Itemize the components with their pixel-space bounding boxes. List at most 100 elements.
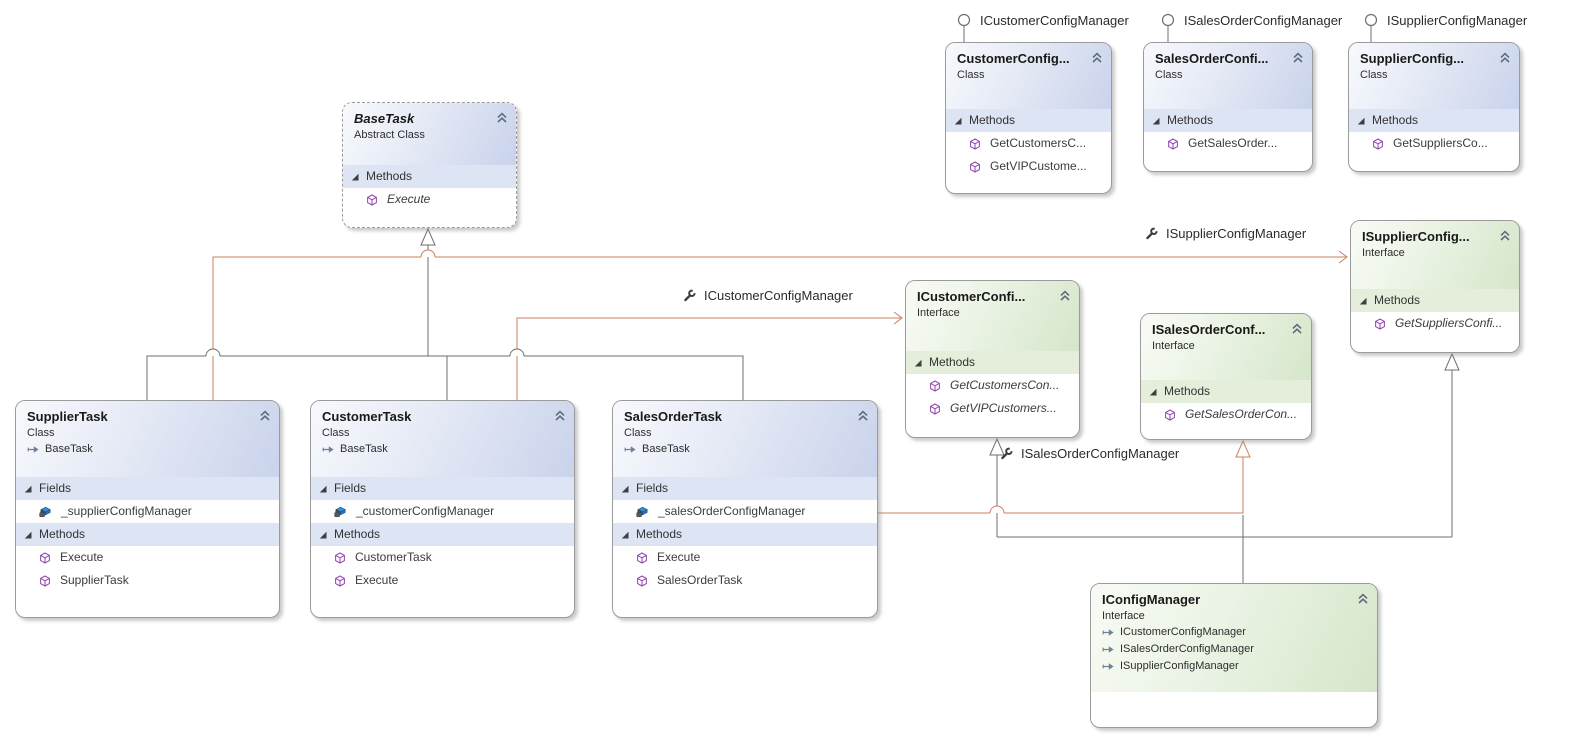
association-salesordertask-isalesorderconfigmanager[interactable] <box>878 439 1251 514</box>
collapse-chevron-icon[interactable] <box>554 410 566 421</box>
interface-node-icustomerconfigmanager[interactable]: ICustomerConfi... Interface Methods GetC… <box>905 280 1080 438</box>
node-title: BaseTask <box>354 111 415 126</box>
node-title: CustomerConfig... <box>957 51 1070 66</box>
collapse-chevron-icon[interactable] <box>1357 593 1369 604</box>
collapse-chevron-icon[interactable] <box>496 112 508 123</box>
collapse-chevron-icon[interactable] <box>857 410 869 421</box>
method-row[interactable]: GetSuppliersConfi... <box>1351 312 1519 335</box>
wrench-icon <box>1145 226 1160 240</box>
interface-node-isalesorderconfigmanager[interactable]: ISalesOrderConf... Interface Methods Get… <box>1140 313 1312 440</box>
inheritance-tree-basetask[interactable] <box>146 227 744 400</box>
method-row[interactable]: GetVIPCustome... <box>946 155 1111 178</box>
method-row[interactable]: Execute <box>613 546 877 569</box>
method-icon <box>1372 138 1384 150</box>
collapse-chevron-icon[interactable] <box>1499 52 1511 63</box>
association-label-isalesorderconfigmanager[interactable]: ISalesOrderConfigManager <box>1000 446 1179 461</box>
lollipop-isalesorderconfigmanager[interactable] <box>1161 13 1175 43</box>
method-icon <box>636 575 648 587</box>
interface-node-isupplierconfigmanager[interactable]: ISupplierConfig... Interface Methods Get… <box>1350 220 1520 353</box>
collapse-chevron-icon[interactable] <box>1499 230 1511 241</box>
method-icon <box>929 380 941 392</box>
collapse-chevron-icon[interactable] <box>1292 52 1304 63</box>
inheritance-triangle-basetask <box>420 227 436 246</box>
method-row[interactable]: Execute <box>16 546 279 569</box>
method-row[interactable]: Execute <box>343 188 516 211</box>
node-stereotype: Class <box>624 427 652 439</box>
fields-section-header[interactable]: Fields <box>311 477 574 500</box>
interface-node-iconfigmanager[interactable]: IConfigManager Interface ICustomerConfig… <box>1090 583 1378 728</box>
method-row[interactable]: GetCustomersCon... <box>906 374 1079 397</box>
lollipop-circle <box>1364 13 1378 27</box>
class-node-customerconfigmanager[interactable]: CustomerConfig... Class Methods GetCusto… <box>945 42 1112 194</box>
expander-icon <box>914 359 922 367</box>
class-node-salesorderconfigmanager[interactable]: SalesOrderConfi... Class Methods GetSale… <box>1143 42 1313 172</box>
method-row[interactable]: Execute <box>311 569 574 592</box>
methods-section-header[interactable]: Methods <box>1351 289 1519 312</box>
inherits-arrow-icon <box>27 445 40 454</box>
class-node-customertask[interactable]: CustomerTask Class BaseTask Fields _cust… <box>310 400 575 618</box>
methods-section-header[interactable]: Methods <box>1141 380 1311 403</box>
class-node-salesordertask[interactable]: SalesOrderTask Class BaseTask Fields _sa… <box>612 400 878 618</box>
wrench-icon <box>683 288 698 302</box>
association-suppliertask-isupplierconfigmanager[interactable] <box>212 249 1348 400</box>
method-row[interactable]: GetSalesOrder... <box>1144 132 1312 155</box>
expander-icon <box>319 531 327 539</box>
method-icon <box>334 575 346 587</box>
base-type-row: ISalesOrderConfigManager <box>1102 642 1349 656</box>
node-title: IConfigManager <box>1102 592 1201 607</box>
field-row[interactable]: _customerConfigManager <box>311 500 574 523</box>
methods-section-header[interactable]: Methods <box>613 523 877 546</box>
node-title: CustomerTask <box>322 409 412 424</box>
method-icon <box>39 575 51 587</box>
method-icon <box>1164 409 1176 421</box>
base-type-row: ICustomerConfigManager <box>1102 625 1349 639</box>
expander-icon <box>24 485 32 493</box>
lollipop-isupplierconfigmanager[interactable] <box>1364 13 1378 43</box>
class-node-supplierconfigmanager[interactable]: SupplierConfig... Class Methods GetSuppl… <box>1348 42 1520 172</box>
method-row[interactable]: SalesOrderTask <box>613 569 877 592</box>
field-row[interactable]: _supplierConfigManager <box>16 500 279 523</box>
collapse-chevron-icon[interactable] <box>1291 323 1303 334</box>
class-node-suppliertask[interactable]: SupplierTask Class BaseTask Fields _supp… <box>15 400 280 618</box>
method-row[interactable]: CustomerTask <box>311 546 574 569</box>
expander-icon <box>319 485 327 493</box>
methods-section-header[interactable]: Methods <box>343 165 516 188</box>
method-row[interactable]: GetVIPCustomers... <box>906 397 1079 420</box>
collapse-chevron-icon[interactable] <box>259 410 271 421</box>
collapse-chevron-icon[interactable] <box>1091 52 1103 63</box>
fields-section-header[interactable]: Fields <box>16 477 279 500</box>
fields-section-header[interactable]: Fields <box>613 477 877 500</box>
method-row[interactable]: SupplierTask <box>16 569 279 592</box>
lollipop-icustomerconfigmanager[interactable] <box>957 13 971 43</box>
node-stereotype: Class <box>957 69 985 81</box>
inheritance-tree-iconfigmanager[interactable] <box>989 352 1460 583</box>
methods-section-header[interactable]: Methods <box>906 351 1079 374</box>
methods-section-header[interactable]: Methods <box>16 523 279 546</box>
inheritance-triangle-icustomerconfigmanager <box>989 437 1005 456</box>
methods-section-header[interactable]: Methods <box>311 523 574 546</box>
wrench-icon <box>1000 446 1015 460</box>
base-type-row: BaseTask <box>624 442 849 456</box>
expander-icon <box>1359 297 1367 305</box>
collapse-chevron-icon[interactable] <box>1059 290 1071 301</box>
lollipop-label-supplier: ISupplierConfigManager <box>1387 13 1528 28</box>
association-label-icustomerconfigmanager[interactable]: ICustomerConfigManager <box>683 288 853 303</box>
method-row[interactable]: GetSuppliersCo... <box>1349 132 1519 155</box>
base-type-row: BaseTask <box>27 442 251 456</box>
association-label-isupplierconfigmanager[interactable]: ISupplierConfigManager <box>1145 226 1306 241</box>
node-stereotype: Class <box>322 427 350 439</box>
methods-section-header[interactable]: Methods <box>1349 109 1519 132</box>
expander-icon <box>24 531 32 539</box>
methods-section-header[interactable]: Methods <box>946 109 1111 132</box>
class-node-basetask[interactable]: BaseTask Abstract Class Methods Execute <box>342 102 517 228</box>
expander-icon <box>1152 117 1160 125</box>
method-row[interactable]: GetSalesOrderCon... <box>1141 403 1311 426</box>
methods-section-header[interactable]: Methods <box>1144 109 1312 132</box>
inherits-arrow-icon <box>1102 628 1115 637</box>
field-icon <box>39 505 52 518</box>
association-customertask-icustomerconfigmanager[interactable] <box>516 311 903 400</box>
node-stereotype: Abstract Class <box>354 129 425 141</box>
method-row[interactable]: GetCustomersC... <box>946 132 1111 155</box>
field-row[interactable]: _salesOrderConfigManager <box>613 500 877 523</box>
